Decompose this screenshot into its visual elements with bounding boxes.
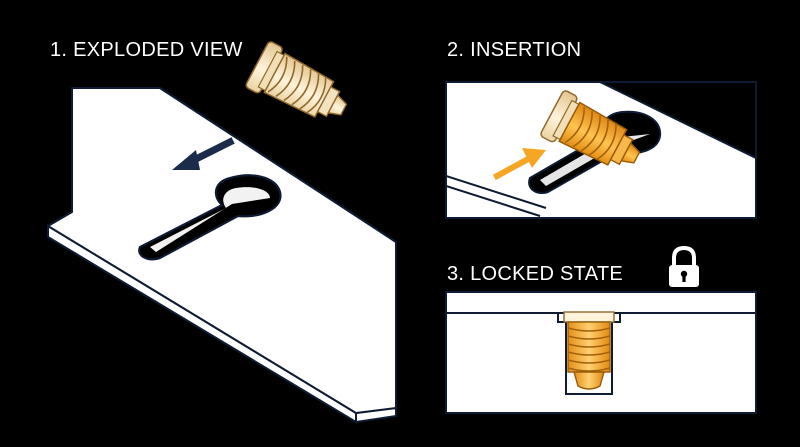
screw-locked: [563, 311, 615, 390]
step-2-title: 2. INSERTION: [447, 39, 582, 61]
screw-inserting: [540, 90, 641, 166]
exploded-plate: [47, 87, 397, 424]
step-1-title: 1. EXPLODED VIEW: [50, 39, 243, 61]
screw-exploded: [245, 41, 348, 118]
arrow-down-left-icon: [172, 137, 235, 170]
insertion-panel-frame: [445, 81, 757, 219]
padlock-icon: [669, 245, 699, 287]
step-3-title: 3. LOCKED STATE: [447, 263, 624, 285]
locked-panel-frame: [445, 291, 757, 414]
arrow-up-right-icon: [492, 148, 546, 181]
keyhole-slot: [138, 174, 282, 261]
